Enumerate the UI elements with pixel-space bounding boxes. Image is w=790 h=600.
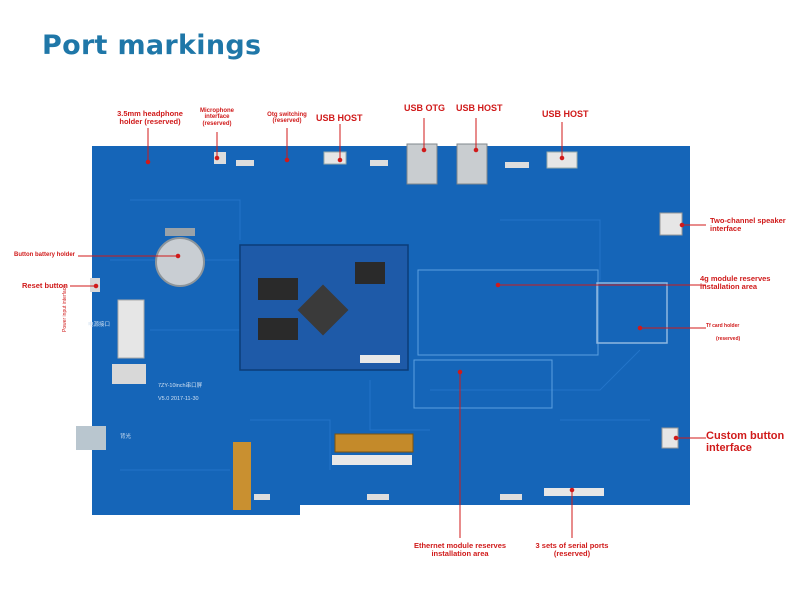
serial-connectors — [544, 488, 604, 496]
label-reset: Reset button — [22, 281, 68, 290]
usb-host-port-2 — [456, 143, 488, 185]
battery-holder — [155, 237, 205, 287]
power-connector — [117, 299, 145, 359]
silk-text-3: 电源接口 — [88, 320, 110, 328]
label-headphone: 3.5mm headphone holder (reserved) — [117, 109, 183, 126]
label-tf-card: Tf card holder — [706, 323, 740, 329]
label-usb-otg: USB OTG — [404, 103, 446, 113]
area-ethernet-outline — [413, 359, 553, 409]
module-connector — [360, 355, 400, 363]
lcd-connector — [334, 433, 414, 453]
lcd-connector-2 — [332, 455, 412, 465]
ram-chip-2 — [258, 318, 298, 340]
tf-card-outline — [596, 282, 668, 344]
ram-chip-1 — [258, 278, 298, 300]
label-ethernet: Ethernet module reserves installation ar… — [413, 541, 507, 558]
label-speaker: Two-channel speaker interface — [710, 216, 786, 233]
label-custom-button: Custom button interface — [706, 430, 785, 454]
silk-text-1: 7ZY-10inch串口屏 — [158, 382, 203, 389]
power-connector-plug — [112, 364, 146, 384]
label-serial: 3 sets of serial ports (reserved) — [535, 541, 609, 558]
area-4g-outline — [417, 269, 599, 356]
leader-lines — [70, 118, 706, 538]
label-reserved-small: (reserved) — [716, 336, 741, 342]
label-battery: Button battery holder — [14, 252, 75, 258]
silk-text-4: 背光 — [120, 432, 132, 440]
pcb-notch — [76, 426, 106, 450]
label-usb-host-3: USB HOST — [542, 109, 589, 119]
label-otg-switch: Otg switching (reserved) — [267, 112, 307, 125]
ribbon-cable — [233, 442, 251, 510]
label-4g-module: 4g module reserves installation area — [700, 274, 771, 291]
speaker-connector — [659, 212, 683, 236]
silk-text-2: V5.0 2017-11-30 — [158, 396, 199, 402]
label-usb-host-1: USB HOST — [316, 113, 363, 123]
usb-host-port-1 — [323, 151, 347, 165]
page-title: Port markings — [42, 30, 262, 61]
emmc-chip — [355, 262, 385, 284]
label-power-vertical: Power input interface — [62, 285, 68, 332]
label-microphone: Microphone interface (reserved) — [200, 108, 234, 127]
label-usb-host-2: USB HOST — [456, 103, 503, 113]
